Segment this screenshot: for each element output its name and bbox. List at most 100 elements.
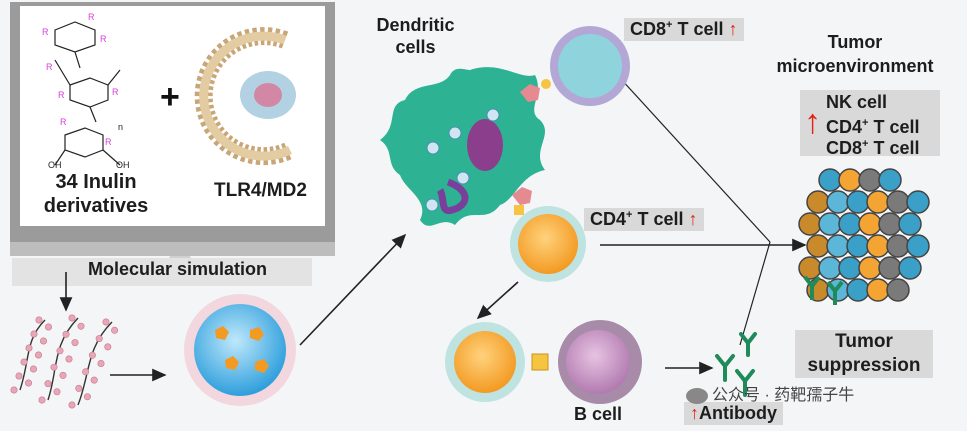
inulin-structure-icon xyxy=(54,21,121,166)
tumor-cell xyxy=(838,212,862,236)
cd8-env-sup: + xyxy=(862,138,869,150)
inulin-bead xyxy=(97,359,105,367)
tumor-cell xyxy=(866,234,890,258)
inulin-bead xyxy=(75,384,83,392)
cd4-env-suffix: T cell xyxy=(868,117,920,137)
inulin-bead xyxy=(111,326,119,334)
glyco-mark: R xyxy=(60,117,67,127)
compound-label-line2: derivatives xyxy=(43,195,149,217)
inulin-bead xyxy=(25,344,33,352)
cd4-env-sup: + xyxy=(862,117,869,129)
tumor-cell xyxy=(826,190,850,214)
cd8-sup: + xyxy=(666,19,673,31)
suppression-line2: suppression xyxy=(807,355,921,376)
tumor-cell xyxy=(906,234,930,258)
glyco-oh: OH xyxy=(116,160,130,170)
inulin-bead xyxy=(38,396,46,404)
nanoparticle-icon xyxy=(184,294,296,406)
tumor-cell xyxy=(818,212,842,236)
arrow-cd4-to-bcell xyxy=(476,281,519,320)
receptor-label: TLR4/MD2 xyxy=(214,180,307,201)
tumor-cell xyxy=(886,234,910,258)
cd8-suffix: T cell xyxy=(672,19,724,39)
tumor-cell xyxy=(878,212,902,236)
dendritic-label-line1: Dendritic xyxy=(376,15,455,35)
inulin-bead xyxy=(53,388,61,396)
glyco-mark: n xyxy=(118,122,123,132)
tumor-cell xyxy=(858,212,882,236)
cd4-t-cell-icon xyxy=(510,206,586,282)
inulin-bead xyxy=(59,371,67,379)
inulin-bead xyxy=(83,393,91,401)
monitor xyxy=(10,2,335,286)
inulin-bead xyxy=(71,339,79,347)
inulin-bead xyxy=(15,372,23,380)
tumor-cell xyxy=(898,212,922,236)
antibody-label: ↑Antibody xyxy=(684,402,783,425)
tumor-cell xyxy=(886,278,910,302)
tumor-cell xyxy=(818,256,842,280)
cd4-up-arrow: ↑ xyxy=(688,209,698,229)
inulin-bead xyxy=(10,386,18,394)
plus-sign: + xyxy=(160,78,180,116)
glyco-mark: R xyxy=(88,12,95,22)
inulin-bead xyxy=(56,347,64,355)
cd8-env-suffix: T cell xyxy=(868,138,920,158)
tumor-cell xyxy=(826,234,850,258)
inulin-bead xyxy=(44,323,52,331)
tumor-env-cells-box: ↑ NK cell CD4+ T cell CD8+ T cell xyxy=(800,90,940,158)
cd8-prefix: CD8 xyxy=(630,19,667,39)
dendritic-label-line2: cells xyxy=(395,37,436,57)
tumor-cell xyxy=(906,190,930,214)
flow-arrows xyxy=(59,233,807,382)
tumor-cell xyxy=(838,168,862,192)
antibody-icon xyxy=(715,332,757,397)
convergence-lines xyxy=(619,77,771,346)
cd8-env-prefix: CD8 xyxy=(826,138,863,158)
watermark-text: 公众号 · 药靶孺子牛 xyxy=(712,387,855,404)
tumor-cell xyxy=(838,256,862,280)
tumor-env-item: CD4+ T cell xyxy=(826,113,919,138)
monitor-base xyxy=(12,258,312,286)
tumor-cell xyxy=(806,190,830,214)
nk-prefix: NK xyxy=(826,92,852,112)
b-cell-pair-icon xyxy=(445,320,642,404)
inulin-bead xyxy=(68,314,76,322)
tumor-cell xyxy=(878,168,902,192)
tumor-cell xyxy=(866,190,890,214)
compound-label: 34 Inulin derivatives xyxy=(36,170,156,218)
cd8-t-cell-icon xyxy=(550,26,630,106)
simulation-label: Molecular simulation xyxy=(88,259,268,279)
inulin-bead xyxy=(39,337,47,345)
glyco-mark: R xyxy=(58,90,65,100)
tumor-cell xyxy=(858,256,882,280)
inulin-bead xyxy=(50,363,58,371)
monitor-chin xyxy=(10,242,335,256)
glyco-mark: R xyxy=(100,34,107,44)
tumor-cell xyxy=(798,256,822,280)
inulin-substituent-labels: R R R R R R R R n OH OH xyxy=(42,12,130,170)
cd4-sup: + xyxy=(626,209,633,221)
cd4-suffix: T cell xyxy=(632,209,684,229)
watermark: 公众号 · 药靶孺子牛 xyxy=(686,381,854,405)
compound-label-line1: 34 Inulin xyxy=(55,171,137,193)
inulin-beads xyxy=(10,314,119,409)
glyco-mark: R xyxy=(42,27,49,37)
tumor-cell xyxy=(806,234,830,258)
tumor-env-item: NK cell xyxy=(826,92,887,113)
glyco-mark: R xyxy=(105,137,112,147)
tumor-env-title-line1: Tumor xyxy=(827,32,883,52)
tumor-cell xyxy=(886,190,910,214)
inulin-bead xyxy=(24,379,32,387)
arrow-nanoparticle-to-dc xyxy=(299,233,407,346)
tumor-env-up-arrow: ↑ xyxy=(804,103,821,141)
suppression-line1: Tumor xyxy=(835,331,893,352)
inulin-bead xyxy=(35,316,43,324)
tumor-antibody-icon xyxy=(803,275,844,305)
inulin-bead xyxy=(77,322,85,330)
tumor-cell xyxy=(818,168,842,192)
tumor-cell xyxy=(858,168,882,192)
inulin-bead xyxy=(29,365,37,373)
